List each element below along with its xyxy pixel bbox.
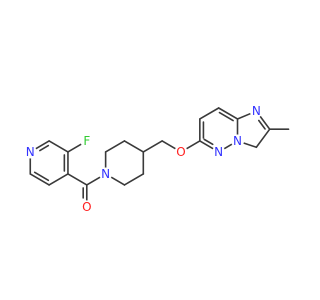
double-bond-line xyxy=(203,138,214,146)
pyridine-nitrogen-label: N xyxy=(26,145,35,159)
carbonyl-oxygen-label: O xyxy=(82,200,91,214)
bond-line xyxy=(48,173,69,186)
bond-line xyxy=(242,142,258,149)
bond-line xyxy=(104,140,126,153)
bond-line xyxy=(199,140,215,150)
piperidine-nitrogen-label: N xyxy=(101,167,110,181)
atom-label-background xyxy=(212,145,226,159)
bond-line xyxy=(123,173,145,186)
imidazole-nitrogen-label: N xyxy=(252,104,261,118)
atom-label-background xyxy=(99,167,113,181)
bond-line xyxy=(142,140,163,153)
atom-label-background xyxy=(80,200,94,214)
bridgehead-nitrogen-label: N xyxy=(233,134,242,148)
ether-oxygen-label: O xyxy=(176,145,185,159)
bond-line xyxy=(85,176,102,186)
bond-layer xyxy=(29,107,290,202)
fluorine-label: F xyxy=(83,134,90,148)
atom-label-background xyxy=(249,104,263,118)
canvas-background xyxy=(0,0,300,300)
atom-label-background xyxy=(174,145,188,159)
bond-line xyxy=(110,176,126,186)
bond-line xyxy=(34,140,50,150)
double-bond-line xyxy=(39,144,50,152)
bond-line xyxy=(223,143,234,150)
atom-label-background xyxy=(23,145,37,159)
bond-line xyxy=(259,115,271,130)
double-bond-line xyxy=(218,111,234,122)
atom-label-background xyxy=(231,134,245,148)
bond-line xyxy=(48,140,69,153)
bond-line xyxy=(217,107,239,120)
bond-line xyxy=(67,173,88,186)
bond-line xyxy=(236,112,252,120)
bond-line xyxy=(185,140,201,150)
bond-line xyxy=(255,128,271,149)
pyridazine-nitrogen-label: N xyxy=(214,145,223,159)
bond-line xyxy=(123,140,145,153)
bond-line xyxy=(29,173,50,186)
bond-line xyxy=(199,107,220,120)
bond-line xyxy=(67,143,83,153)
bond-line xyxy=(161,140,177,150)
double-bond-line xyxy=(258,119,266,130)
atom-label-background xyxy=(80,134,94,148)
double-bond-line xyxy=(33,171,50,182)
